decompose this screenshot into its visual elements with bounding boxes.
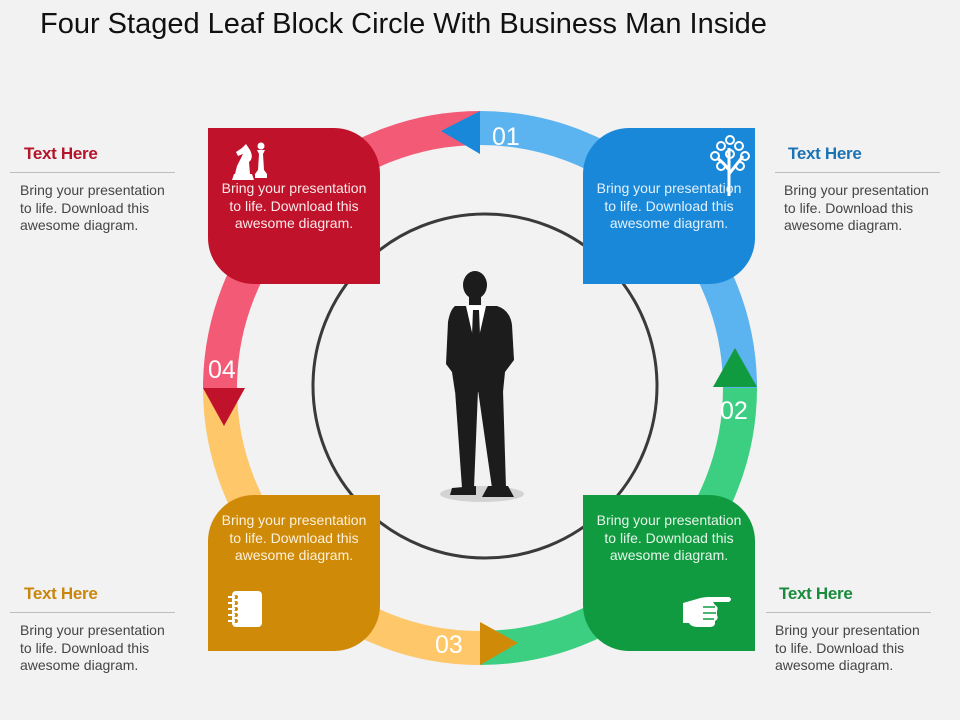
pointing-hand-icon [683, 597, 731, 627]
side-note-bottom-right: Text Here Bring your presentation to lif… [766, 584, 931, 675]
side-note-heading: Text Here [779, 584, 853, 603]
side-note-divider [775, 172, 940, 173]
stage-number-01: 01 [492, 123, 520, 151]
money-tree-icon [710, 135, 750, 196]
chess-pieces-icon [232, 142, 267, 180]
side-note-top-right: Text Here Bring your presentation to lif… [775, 144, 940, 235]
side-note-divider [766, 612, 931, 613]
side-note-divider [10, 612, 175, 613]
side-note-body: Bring your presentation to life. Downloa… [775, 622, 920, 673]
arrow-head-04 [203, 388, 245, 426]
stage-number-03: 03 [435, 631, 463, 659]
stage-text: Bring your presentation to life. Downloa… [596, 512, 742, 563]
side-note-top-left: Text Here Bring your presentation to lif… [10, 144, 175, 235]
businessman-silhouette [440, 271, 524, 502]
stage-leaf-02: Bring your presentation to life. Downloa… [583, 128, 755, 284]
notebook-icon [228, 591, 262, 627]
stage-number-04: 04 [208, 356, 236, 384]
arrow-head-01 [441, 111, 480, 154]
stage-number-02: 02 [720, 397, 748, 425]
stage-text: Bring your presentation to life. Downloa… [221, 180, 367, 231]
stage-leaf-01: Bring your presentation to life. Downloa… [208, 128, 380, 284]
side-note-body: Bring your presentation to life. Downloa… [784, 182, 929, 233]
side-note-divider [10, 172, 175, 173]
page-title: Four Staged Leaf Block Circle With Busin… [40, 8, 767, 40]
side-note-body: Bring your presentation to life. Downloa… [20, 622, 165, 673]
side-note-body: Bring your presentation to life. Downloa… [20, 182, 165, 233]
inner-circle [311, 212, 659, 560]
side-note-heading: Text Here [788, 144, 862, 163]
arrow-head-03 [480, 622, 518, 665]
stage-leaf-04: Bring your presentation to life. Downloa… [208, 495, 380, 651]
stage-text: Bring your presentation to life. Downloa… [221, 512, 367, 563]
stage-leaf-03: Bring your presentation to life. Downloa… [583, 495, 755, 651]
arrow-head-02 [713, 348, 757, 387]
stage-text: Bring your presentation to life. Downloa… [596, 180, 742, 231]
side-note-heading: Text Here [24, 584, 98, 603]
side-note-heading: Text Here [24, 144, 98, 163]
side-note-bottom-left: Text Here Bring your presentation to lif… [10, 584, 175, 675]
